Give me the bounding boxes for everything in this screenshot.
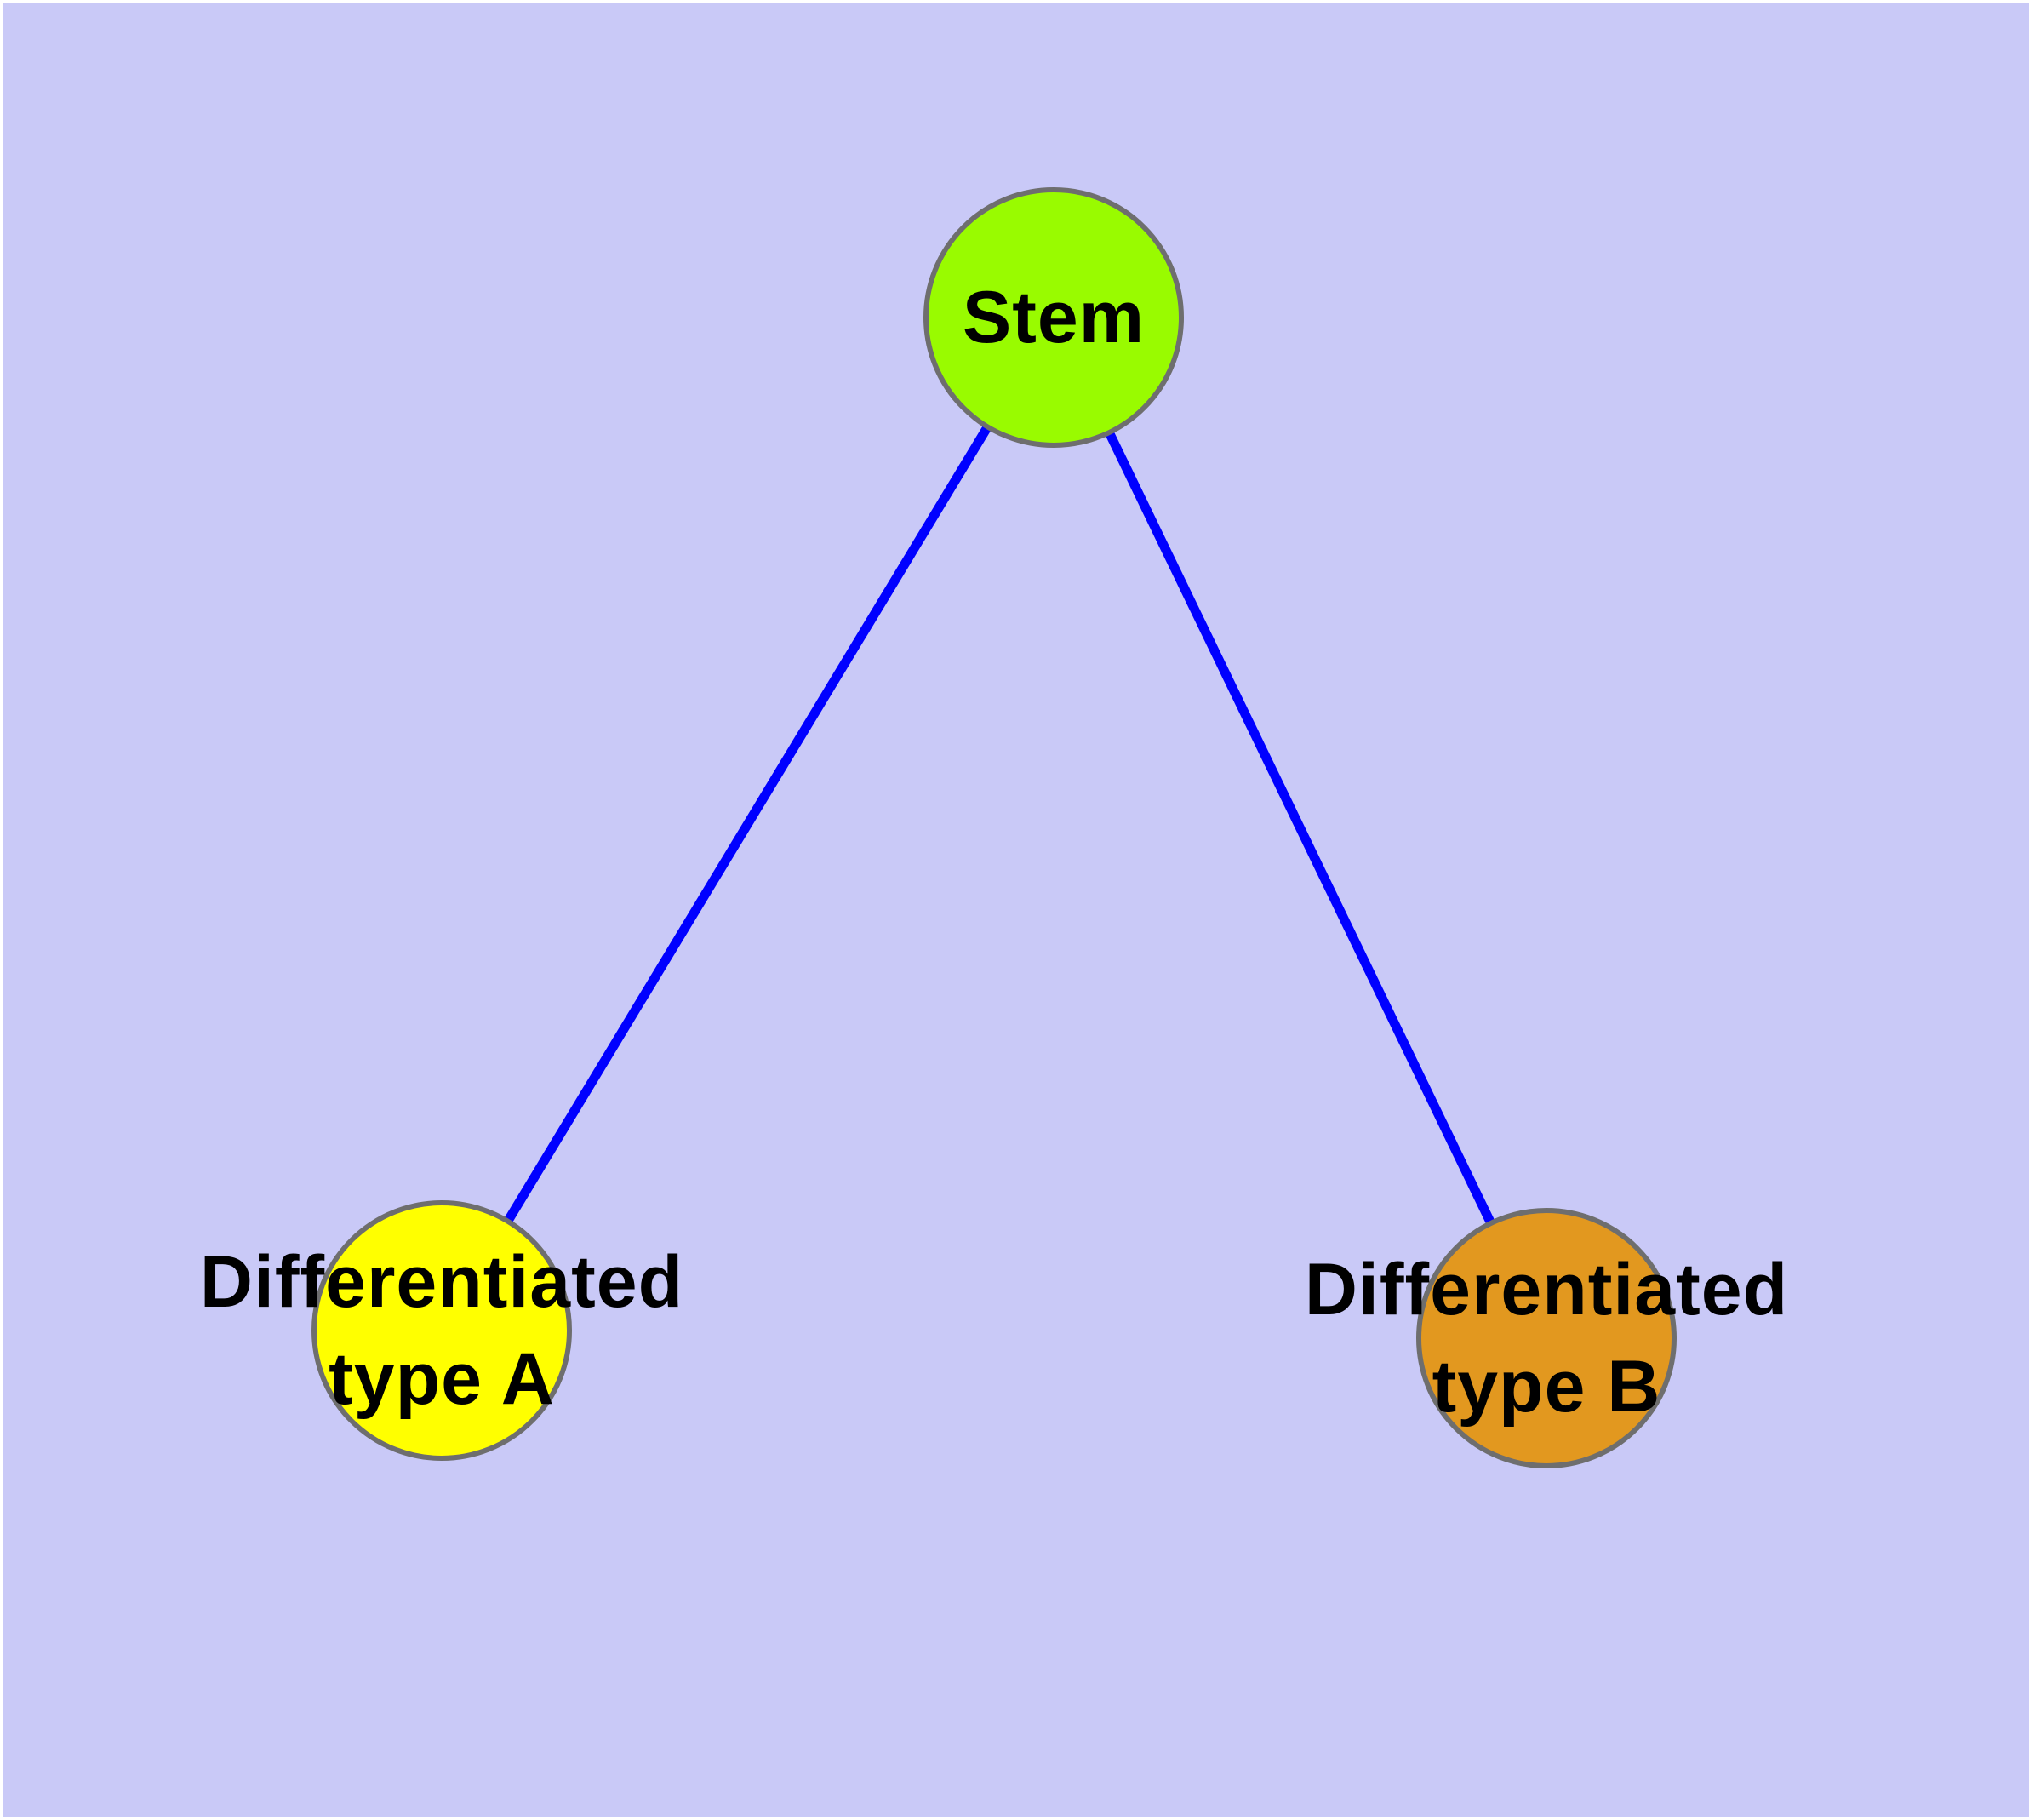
differentiated-type-a-label-line2: type A bbox=[329, 1338, 555, 1420]
edge-stem-to-type-a bbox=[437, 315, 1058, 1333]
differentiated-type-b-label-line1: Differentiated bbox=[1305, 1249, 1788, 1331]
differentiated-type-b-label-line2: type B bbox=[1432, 1346, 1661, 1428]
stem-node-label: Stem bbox=[963, 277, 1145, 358]
edge-stem-to-type-b bbox=[1049, 315, 1551, 1341]
differentiated-type-a-label-line1: Differentiated bbox=[200, 1241, 683, 1323]
differentiated-type-a-node bbox=[311, 1200, 572, 1461]
stem-node bbox=[923, 187, 1184, 448]
differentiated-type-b-node bbox=[1416, 1208, 1677, 1468]
